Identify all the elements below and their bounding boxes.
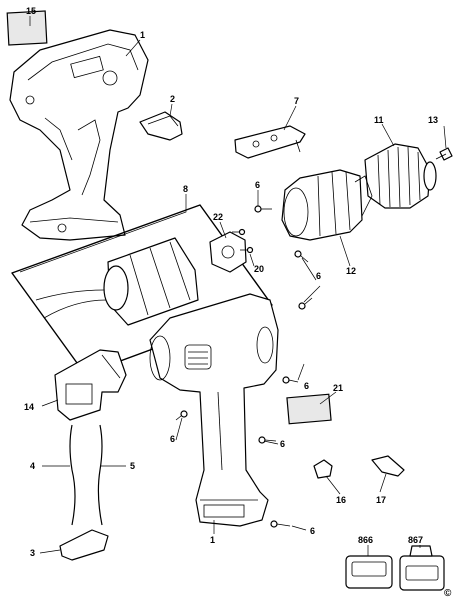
callout-22: 22 [213, 212, 223, 222]
part-6-screw-e [175, 410, 188, 421]
part-6-screw-f [258, 436, 277, 444]
callout-6-c: 6 [304, 381, 309, 391]
motor [35, 237, 199, 326]
callout-21: 21 [333, 383, 343, 393]
part-866-battery-slide [345, 555, 393, 589]
callout-3: 3 [30, 548, 35, 558]
callout-866: 866 [358, 535, 373, 545]
callout-6-d: 6 [170, 434, 175, 444]
part-2-forward-reverse-slider [139, 111, 183, 141]
callout-20: 20 [254, 264, 264, 274]
part-6-screw-b [294, 250, 309, 263]
part-5-wire [97, 424, 103, 526]
part-11-keyless-chuck [364, 143, 437, 209]
part-7-plate [234, 125, 306, 159]
callout-12: 12 [346, 266, 356, 276]
part-22-motor-plate [209, 231, 247, 273]
callout-5: 5 [130, 461, 135, 471]
callout-6-f: 6 [310, 526, 315, 536]
callout-13: 13 [428, 115, 438, 125]
callout-7: 7 [294, 96, 299, 106]
callout-11: 11 [374, 115, 384, 125]
part-21-label [286, 393, 332, 425]
callout-6-e: 6 [280, 439, 285, 449]
part-6-screw-c [298, 297, 313, 310]
leader-lines [19, 16, 447, 556]
callout-4: 4 [30, 461, 35, 471]
callout-2: 2 [170, 94, 175, 104]
part-1-housing-half-bottom [149, 293, 279, 527]
part-867-battery-pod [399, 545, 445, 591]
callout-16: 16 [336, 495, 346, 505]
callout-6-a: 6 [255, 180, 260, 190]
callout-15: 15 [26, 6, 36, 16]
part-6-screw-g [270, 520, 291, 528]
part-16-clip [313, 459, 333, 479]
callout-17: 17 [376, 495, 386, 505]
callout-1-top: 1 [140, 30, 145, 40]
part-3-terminal-block [59, 529, 109, 561]
part-1-housing-half [9, 29, 149, 241]
copyright-mark: © [444, 588, 452, 599]
part-6-screw-d [282, 376, 299, 384]
part-17-slider [371, 455, 405, 477]
callout-6-b: 6 [316, 271, 321, 281]
part-8-motor-assembly-frame [11, 204, 273, 375]
part-13-chuck-screw [435, 147, 453, 161]
part-12-gearbox [281, 169, 373, 241]
part-15-label-sticker [6, 10, 48, 46]
callout-867: 867 [408, 535, 423, 545]
part-14-switch [54, 349, 127, 421]
part-20-screws [232, 228, 254, 254]
part-6-screw-a [254, 205, 272, 213]
callout-1-bottom: 1 [210, 535, 215, 545]
callout-14: 14 [24, 402, 34, 412]
part-4-wire [69, 424, 76, 526]
callout-8: 8 [183, 184, 188, 194]
